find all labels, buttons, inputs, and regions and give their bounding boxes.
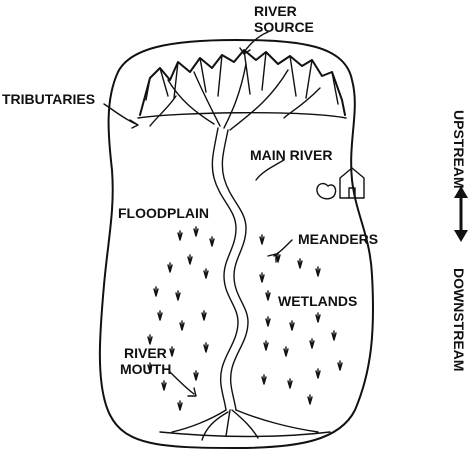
label-downstream: DOWNSTREAM (451, 268, 467, 371)
label-meanders: MEANDERS (298, 231, 378, 247)
bush-icon (316, 182, 337, 200)
grass-tuft (315, 312, 321, 323)
grass-tuft (179, 320, 185, 331)
grass-tuft (265, 290, 271, 301)
grass-tuft (337, 360, 343, 371)
grass-tuft (203, 268, 209, 279)
grass-tuft (153, 286, 159, 297)
label-main-river: MAIN RIVER (250, 147, 332, 163)
grass-tuft (331, 330, 337, 341)
mountains (137, 49, 347, 119)
label-river-mouth-line2: MOUTH (120, 361, 171, 377)
label-river-mouth-line1: RIVER (124, 345, 167, 361)
grass-tuft (167, 262, 173, 273)
grass-tuft (193, 370, 199, 381)
grass-tuft (259, 234, 265, 245)
grass-tuft (147, 334, 153, 345)
grass-tuft (309, 338, 315, 349)
label-floodplain: FLOODPLAIN (118, 205, 209, 221)
grass-tuft (201, 310, 207, 321)
main-river-channel (211, 127, 249, 411)
grass-tuft (193, 226, 199, 237)
label-river-source-line2: SOURCE (254, 19, 314, 35)
grass-tuft (177, 400, 183, 411)
grass-tuft (261, 374, 267, 385)
landscape-outline (98, 39, 374, 449)
grass-tuft (161, 380, 167, 391)
tributaries-streams (149, 63, 321, 131)
grass-tuft (157, 310, 163, 321)
grass-tuft (283, 346, 289, 357)
grass-tuft (169, 346, 175, 357)
grass-tuft (315, 368, 321, 379)
grass-tuft (203, 342, 209, 353)
label-arrows (103, 31, 293, 397)
grass-tuft (297, 258, 303, 269)
label-wetlands: WETLANDS (278, 293, 357, 309)
grass-tuft (187, 254, 193, 265)
grass-tuft (209, 236, 215, 247)
grass-tuft (147, 362, 153, 373)
grass-tuft (177, 230, 183, 241)
grass-tuft (315, 266, 321, 277)
grass-tuft (289, 320, 295, 331)
wetland-grass (147, 226, 343, 411)
label-tributaries: TRIBUTARIES (2, 91, 95, 107)
label-river-source-line1: RIVER (254, 3, 297, 19)
grass-tuft (307, 394, 313, 405)
grass-tuft (265, 316, 271, 327)
grass-tuft (263, 340, 269, 351)
grass-tuft (259, 272, 265, 283)
label-upstream: UPSTREAM (451, 110, 467, 189)
side-axis: UPSTREAM DOWNSTREAM (451, 110, 468, 371)
grass-tuft (287, 378, 293, 389)
house-icon (339, 167, 365, 199)
double-arrow-icon (454, 186, 468, 242)
river-delta (159, 409, 331, 441)
grass-tuft (175, 290, 181, 301)
